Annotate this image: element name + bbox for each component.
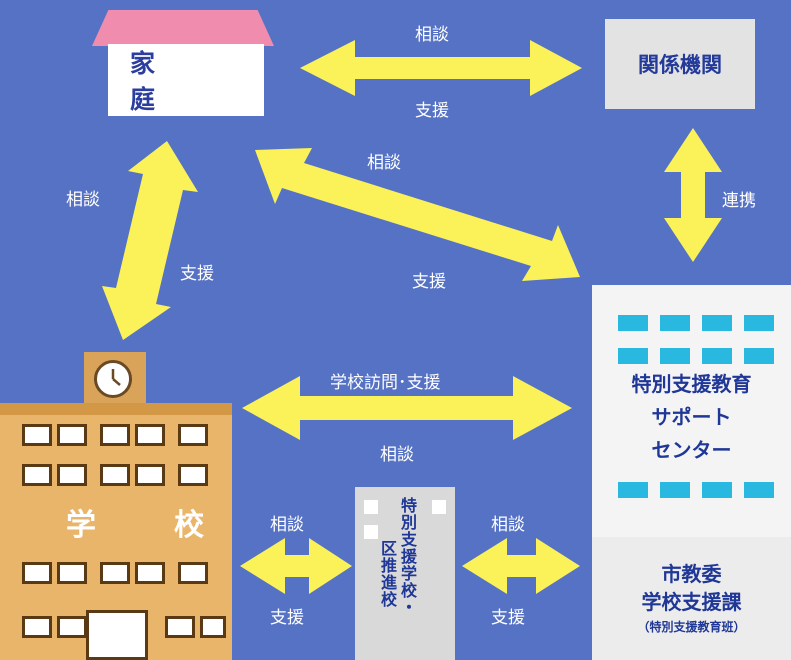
support-center-line-1: 特別支援教育 — [631, 372, 752, 396]
window — [618, 348, 648, 364]
arrow-home-center — [255, 148, 580, 281]
label-home-center-consult: 相談 — [367, 153, 401, 173]
window — [744, 315, 774, 331]
window — [178, 424, 208, 446]
home-node: 家 庭 — [108, 44, 264, 116]
clock-icon — [94, 360, 132, 398]
school-roof-band — [0, 403, 232, 415]
window — [57, 616, 87, 638]
window — [178, 562, 208, 584]
window — [135, 424, 165, 446]
school-label: 学 校 — [66, 508, 228, 543]
window — [57, 562, 87, 584]
label-home-school-support: 支援 — [180, 264, 214, 284]
window — [364, 500, 378, 514]
district-label-line-1: 特別支援学校・ — [398, 497, 417, 616]
label-school-district-support: 支援 — [270, 608, 304, 628]
board-of-education-node — [592, 537, 791, 660]
label-home-center-support: 支援 — [412, 272, 446, 292]
arrow-home-agency — [300, 40, 582, 96]
window — [702, 348, 732, 364]
board-line-1: 市教委 — [661, 562, 722, 586]
window — [432, 500, 446, 514]
window — [660, 348, 690, 364]
arrow-school-center — [242, 376, 572, 440]
arrow-district-board — [462, 538, 580, 594]
label-school-center-consult: 相談 — [380, 445, 414, 465]
arrow-agency-center — [664, 128, 722, 262]
board-line-2: 学校支援課 — [641, 590, 742, 614]
support-center-line-2: サポート — [651, 405, 732, 429]
agency-label: 関係機関 — [638, 53, 722, 77]
window — [364, 525, 378, 539]
home-label: 家 庭 — [130, 49, 225, 114]
window — [744, 482, 774, 498]
label-school-center-visit: 学校訪問･支援 — [330, 373, 441, 393]
window — [702, 482, 732, 498]
label-agency-center-cooperation: 連携 — [722, 191, 756, 211]
arrow-home-school — [102, 141, 198, 340]
window — [660, 482, 690, 498]
window — [178, 464, 208, 486]
house-roof — [92, 10, 274, 46]
window — [100, 424, 130, 446]
agency-node: 関係機関 — [605, 19, 755, 109]
window — [165, 616, 195, 638]
window — [57, 424, 87, 446]
window — [702, 315, 732, 331]
window — [135, 562, 165, 584]
window — [200, 616, 226, 638]
label-home-agency-consult: 相談 — [415, 25, 449, 45]
window — [135, 464, 165, 486]
label-district-board-support: 支援 — [491, 608, 525, 628]
label-school-district-consult: 相談 — [270, 515, 304, 535]
support-center-title: 特別支援教育 サポート センター — [592, 368, 791, 467]
window — [100, 464, 130, 486]
window — [618, 315, 648, 331]
board-title: 市教委 学校支援課 （特別支援教育班） — [592, 560, 791, 638]
district-label-line-2: 区推進校 — [378, 540, 397, 608]
support-center-line-3: センター — [651, 438, 732, 462]
label-home-agency-support: 支援 — [415, 101, 449, 121]
window — [744, 348, 774, 364]
window — [22, 424, 52, 446]
window — [100, 562, 130, 584]
district-school-node — [355, 487, 455, 660]
board-line-3: （特別支援教育班） — [637, 620, 746, 634]
window — [660, 315, 690, 331]
window — [22, 464, 52, 486]
window — [57, 464, 87, 486]
label-home-school-consult: 相談 — [66, 190, 100, 210]
window — [22, 562, 52, 584]
window — [22, 616, 52, 638]
window — [618, 482, 648, 498]
school-door — [86, 610, 148, 660]
arrow-school-district — [240, 538, 352, 594]
label-district-board-consult: 相談 — [491, 515, 525, 535]
